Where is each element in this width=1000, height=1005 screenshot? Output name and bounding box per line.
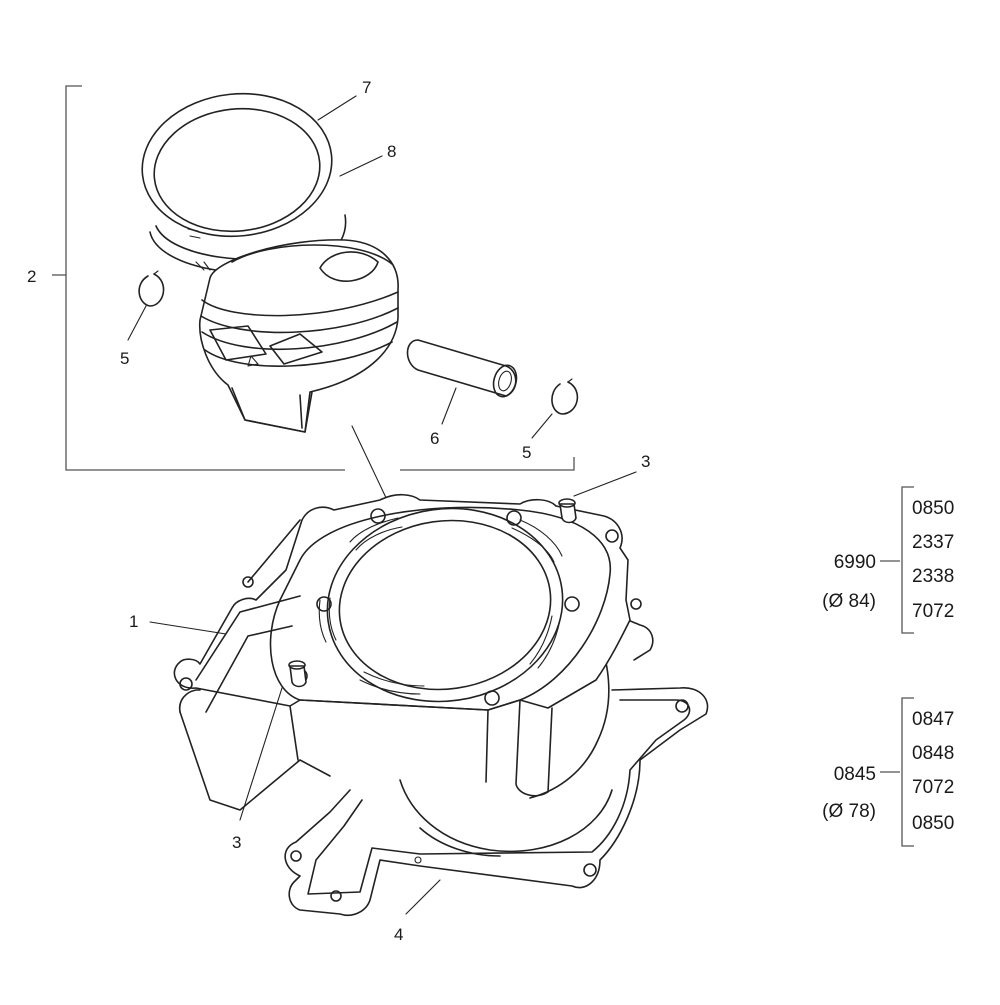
part-number: 0850 (912, 813, 954, 834)
callout-7: 7 (362, 78, 371, 97)
piston-pin (406, 339, 518, 398)
callout-5-right: 5 (522, 443, 531, 462)
callout-3-top: 3 (641, 452, 650, 471)
piston-assembly-bracket (52, 85, 575, 471)
base-gasket (284, 687, 709, 916)
variant-code: 6990 (834, 552, 876, 573)
callout-2: 2 (27, 267, 36, 286)
callout-8: 8 (387, 142, 396, 161)
leader-lines (127, 95, 637, 915)
callout-3-bottom: 3 (232, 833, 241, 852)
variant-table-78: 0845 (Ø 78) 0847 0848 7072 0850 (822, 697, 954, 847)
circlip-left (138, 270, 165, 307)
circlip-right (551, 378, 579, 415)
piston-ring-top (141, 92, 333, 239)
dowel-pin-bottom (288, 660, 307, 688)
callout-6: 6 (430, 429, 439, 448)
callout-1: 1 (129, 612, 138, 631)
variant-diameter: (Ø 78) (822, 801, 876, 822)
part-number: 7072 (912, 601, 954, 622)
part-number: 7072 (912, 777, 954, 798)
variant-code: 0845 (834, 764, 876, 785)
variant-diameter: (Ø 84) (822, 591, 876, 612)
callout-4: 4 (394, 925, 403, 944)
part-number: 0847 (912, 709, 954, 730)
piston (198, 239, 399, 433)
callout-5-left: 5 (120, 349, 129, 368)
part-number: 2338 (912, 566, 954, 587)
variant-table-84: 6990 (Ø 84) 0850 2337 2338 7072 (822, 486, 954, 634)
part-number: 0848 (912, 743, 954, 764)
part-number: 0850 (912, 498, 954, 519)
dowel-pin-top (558, 498, 577, 524)
callout-labels: 7 8 2 5 6 5 3 1 3 4 (27, 78, 650, 944)
part-number: 2337 (912, 532, 954, 553)
cylinder (173, 493, 654, 857)
